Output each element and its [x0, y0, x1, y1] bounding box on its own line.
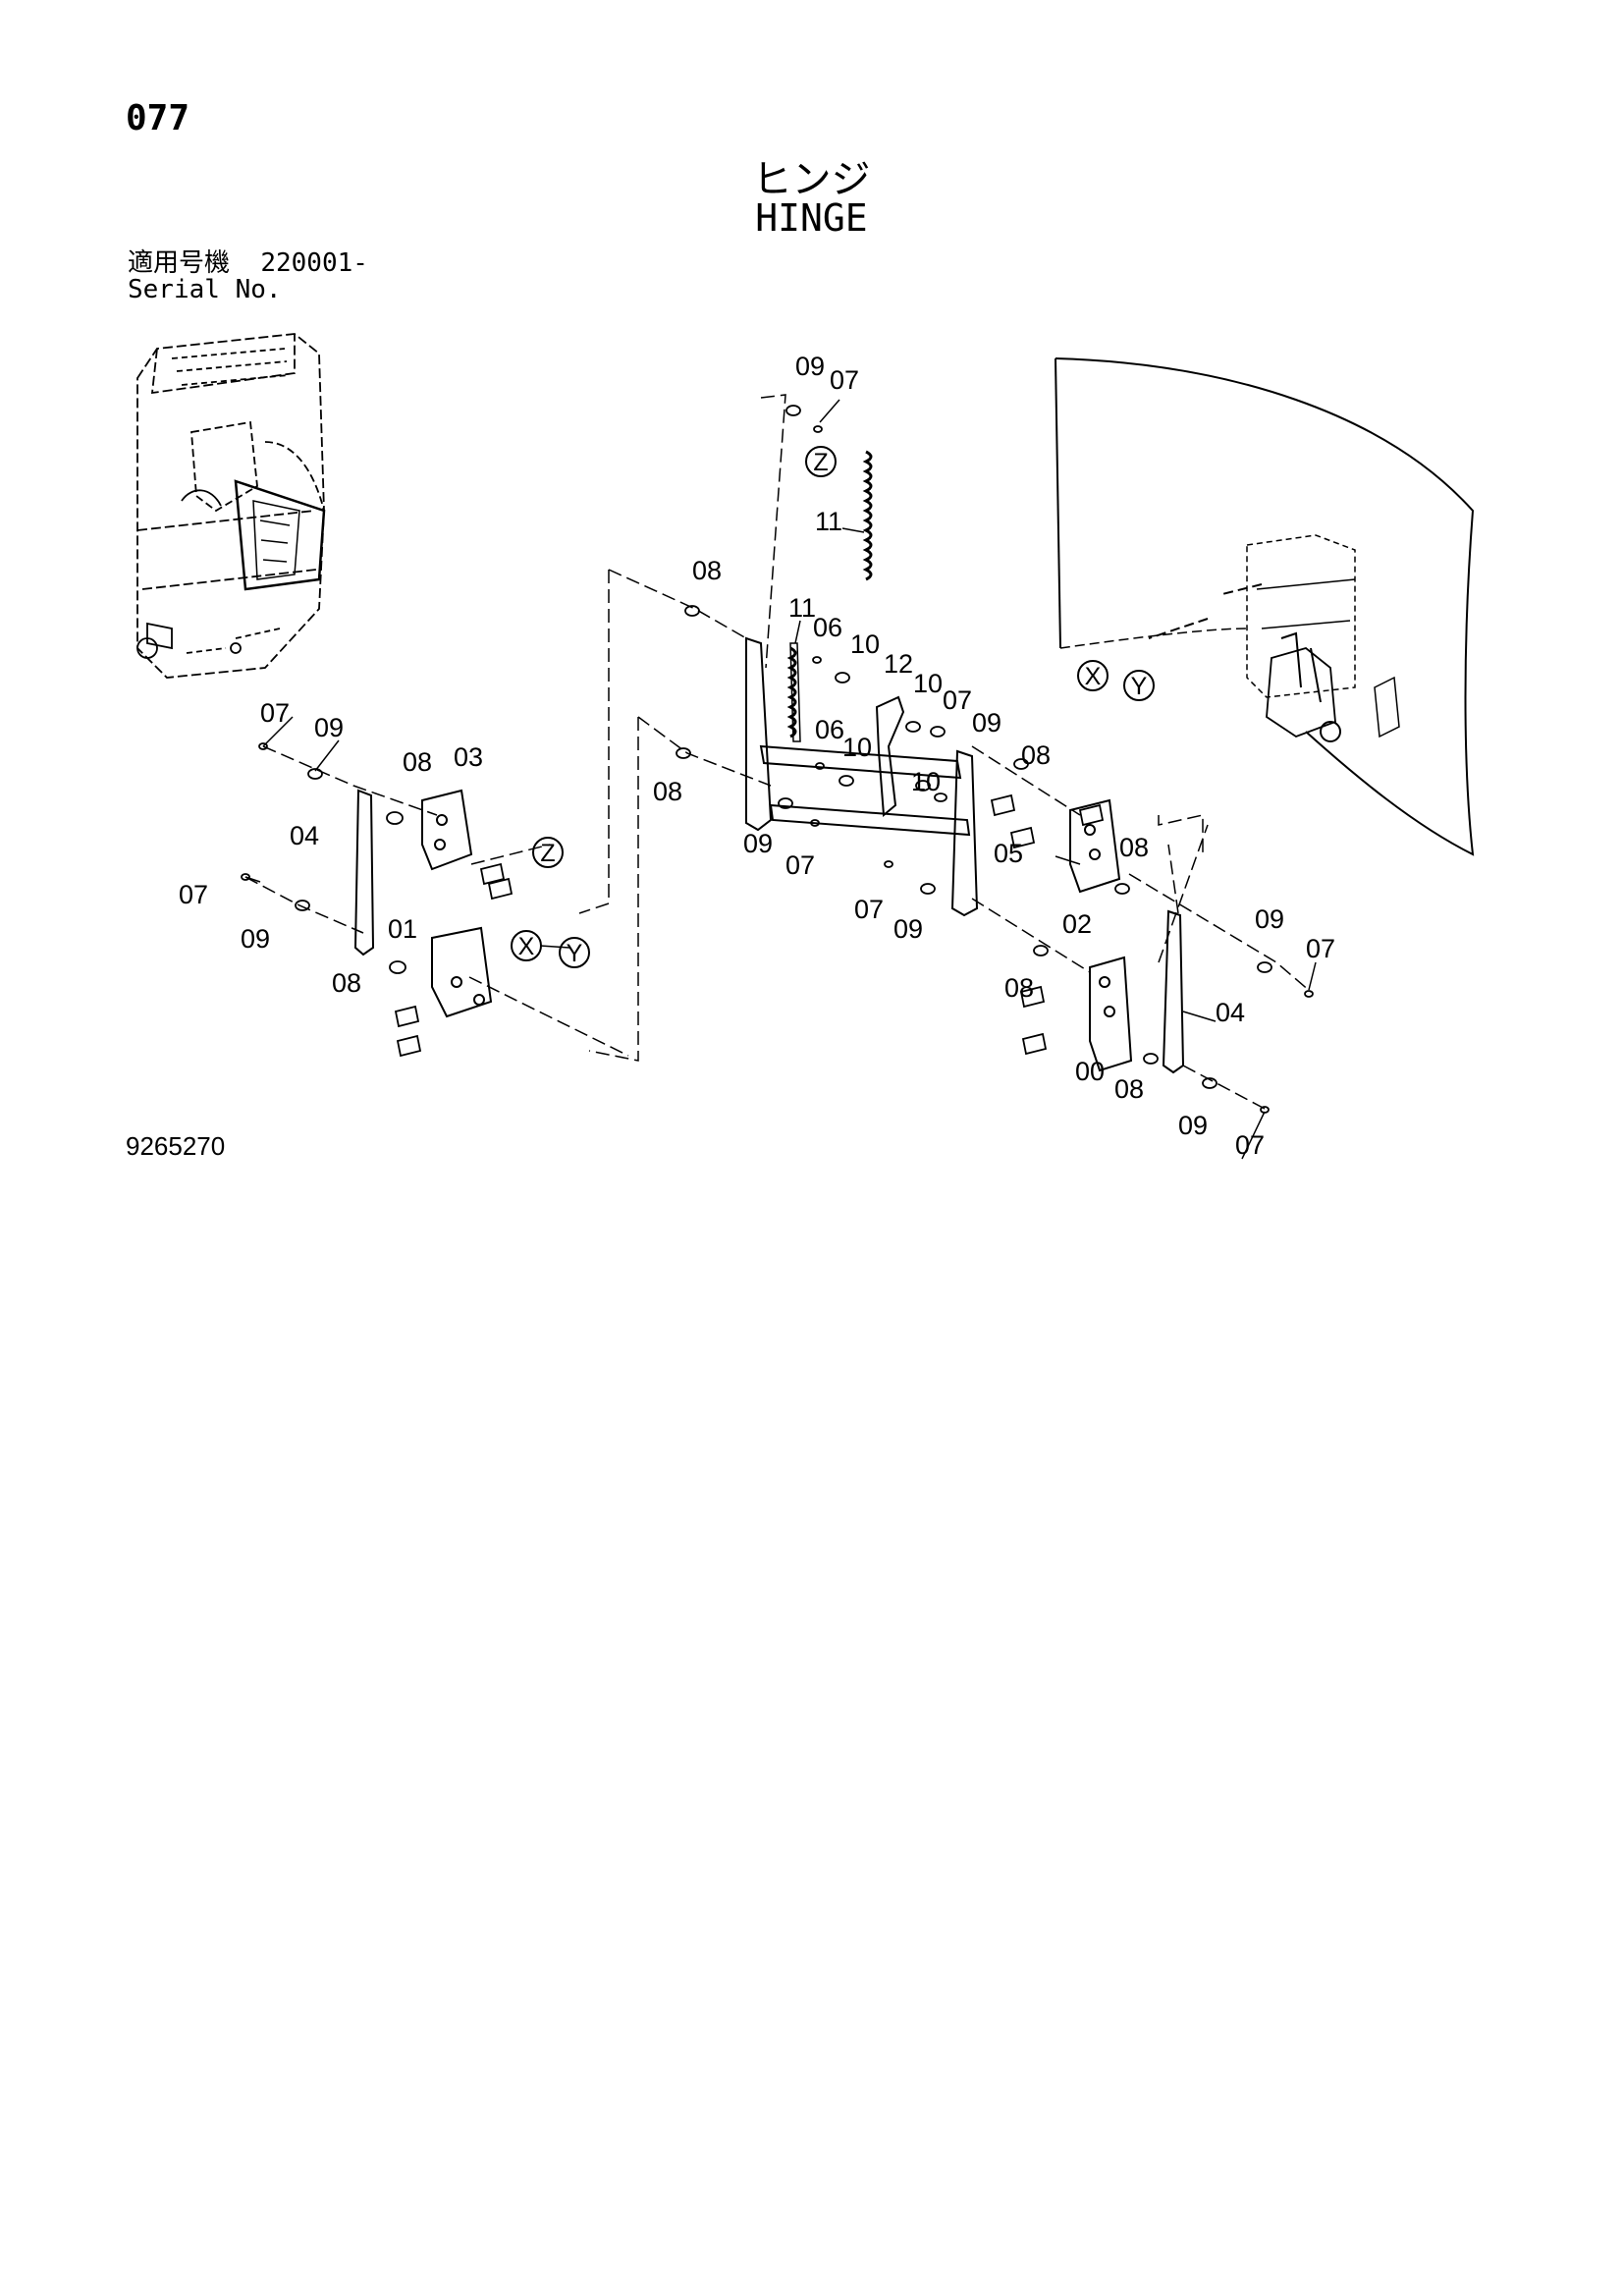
serial-label-english: Serial No.	[128, 275, 282, 304]
cab-overview-illustration	[136, 333, 326, 679]
callout-label: 09	[743, 829, 773, 858]
callout-label: 08	[1119, 833, 1149, 862]
callout-label: 04	[290, 821, 319, 850]
serial-block: 適用号機 220001- Serial No.	[128, 250, 368, 303]
reference-mark-label: X	[1085, 663, 1102, 690]
callout-label: 11	[788, 593, 816, 623]
reference-mark-label: Z	[813, 449, 828, 476]
callout-label: 06	[815, 715, 844, 744]
callout-label: 05	[994, 839, 1023, 868]
serial-line-japanese: 適用号機 220001-	[128, 250, 368, 277]
reference-mark: Y	[559, 937, 590, 968]
reference-mark: Z	[532, 837, 564, 868]
callout-label: 08	[692, 556, 722, 585]
callout-label: 00	[1075, 1057, 1105, 1086]
callout-label: 01	[388, 914, 417, 944]
callout-label: 08	[1004, 973, 1034, 1003]
reference-mark-label: X	[518, 933, 535, 960]
callout-label: 07	[179, 880, 208, 909]
leader-lines	[244, 399, 1317, 1160]
drawing-number: 9265270	[126, 1131, 226, 1161]
right-bracket-assembly	[1069, 798, 1185, 1074]
hinge-link-frame	[745, 450, 979, 917]
reference-mark: Y	[1123, 670, 1155, 701]
page-title-japanese: ヒンジ	[752, 157, 871, 202]
callout-label: 03	[454, 742, 483, 772]
callout-label: 08	[403, 747, 432, 777]
page-title-english: HINGE	[755, 196, 868, 240]
callout-label: 07	[854, 895, 884, 924]
reference-mark: X	[1077, 660, 1109, 691]
callout-label: 07	[1306, 934, 1335, 963]
callout-label: 09	[1178, 1111, 1208, 1140]
callout-label: 08	[332, 968, 361, 998]
callout-label: 09	[1255, 904, 1284, 934]
reference-mark-label: Y	[567, 940, 583, 967]
left-bracket-assembly	[353, 789, 493, 1018]
callout-label: 07	[1235, 1130, 1265, 1160]
callout-label: 06	[813, 613, 842, 642]
callout-label: 07	[830, 365, 859, 395]
door-glass-panel	[1055, 357, 1475, 856]
serial-value: 220001-	[260, 248, 368, 278]
callout-label: 09	[241, 924, 270, 954]
callout-label: 07	[943, 685, 972, 715]
serial-label-japanese: 適用号機	[128, 248, 231, 278]
reference-marks: Z Z X Y X Y	[511, 446, 1155, 968]
reference-mark: Z	[805, 446, 837, 477]
callout-label: 09	[795, 352, 825, 381]
callout-label: 09	[972, 708, 1001, 738]
connection-lines	[244, 394, 1312, 1111]
callout-label: 04	[1216, 998, 1245, 1027]
callout-label: 10	[842, 733, 872, 762]
callout-label: 02	[1062, 909, 1092, 939]
callout-label: 09	[893, 914, 923, 944]
callout-labels: 09 07 11 08 11 06 10 12 10 07 09 06 10 1…	[179, 352, 1335, 1160]
callout-label: 07	[785, 850, 815, 880]
reference-mark: X	[511, 930, 542, 961]
page-number: 077	[126, 98, 190, 138]
callout-label: 11	[815, 507, 842, 536]
callout-label: 12	[884, 649, 913, 679]
callout-label: 10	[911, 767, 941, 796]
callout-label: 08	[1114, 1074, 1144, 1104]
callout-label: 08	[1021, 740, 1051, 770]
callout-label: 10	[913, 669, 943, 698]
callout-label: 07	[260, 698, 290, 728]
reference-mark-label: Z	[540, 840, 555, 867]
callout-label: 09	[314, 713, 344, 742]
reference-mark-label: Y	[1131, 673, 1148, 700]
callout-label: 10	[850, 629, 880, 659]
callout-label: 08	[653, 777, 682, 806]
